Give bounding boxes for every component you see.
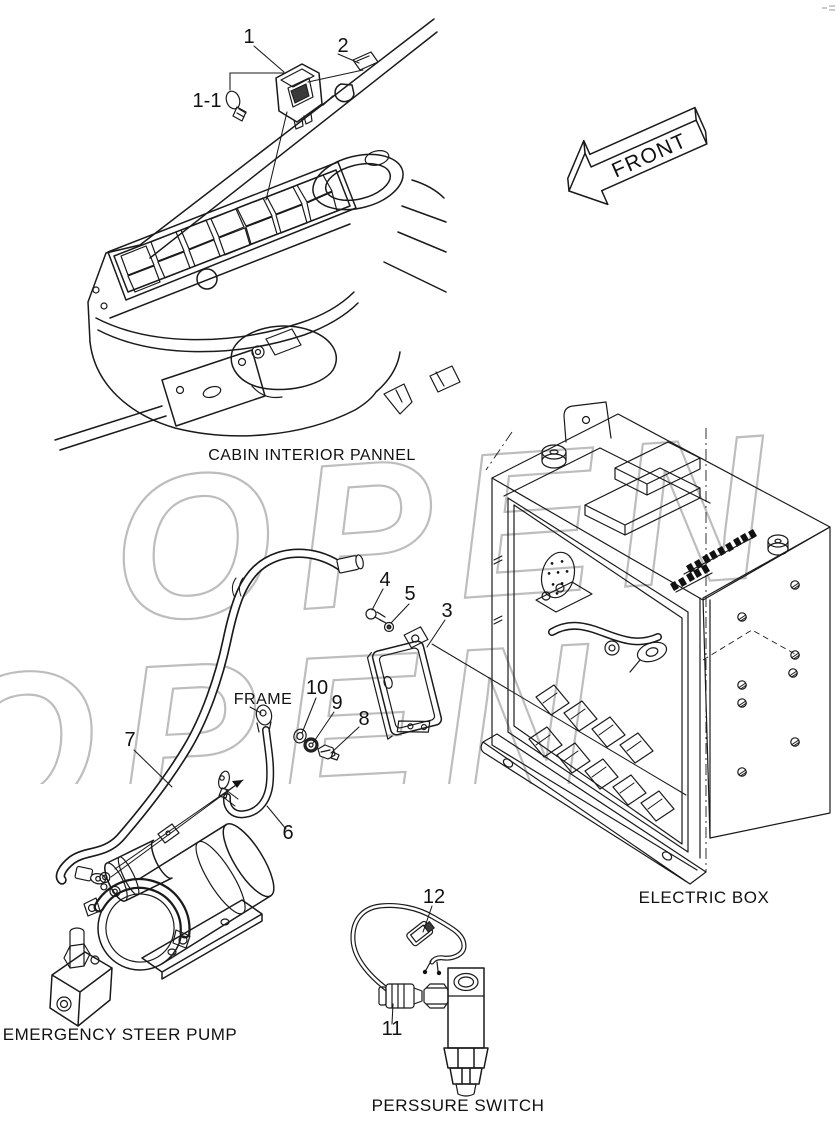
terminal-strip (670, 529, 757, 593)
box-front-right-pillar (699, 597, 711, 859)
watermark: OPEN OPEN (0, 389, 797, 863)
pressure-switch (350, 903, 489, 1097)
box-bottom-flange (480, 733, 707, 885)
bulb-part1-1 (225, 90, 247, 122)
caption-pressure-switch: PERSSURE SWITCH (372, 1096, 545, 1115)
panel-bracket-plate (161, 349, 266, 427)
box-top-plate-edge (503, 447, 711, 504)
caption-steer-pump: EMERGENCY STEER PUMP (3, 1025, 238, 1044)
caption-electric-box: ELECTRIC BOX (639, 888, 770, 907)
callout-2: 2 (337, 35, 348, 57)
caption-cabin-panel: CABIN INTERIOR PANNEL (208, 447, 416, 464)
switch-body (447, 967, 485, 1049)
box-right-face (702, 526, 831, 839)
box-centerlines (485, 428, 707, 872)
connector-part11 (378, 983, 423, 1009)
switch-hex-fittings (443, 1047, 489, 1097)
box-top-bracket (563, 401, 612, 443)
ground-cable-part6 (110, 704, 275, 878)
panel-right-edges (383, 179, 447, 293)
cowl-bottom-edge (89, 341, 401, 437)
callout-leader-lines (133, 45, 687, 1025)
cable7-sleeve-band (231, 577, 244, 597)
switch-hex-port (423, 983, 449, 1009)
panel-gauge-ovals (312, 150, 404, 211)
cabin-interior-panel (54, 18, 461, 451)
washer-part10 (293, 728, 307, 744)
frame-fasteners (293, 728, 340, 761)
panel-round-hole (196, 268, 218, 290)
front-arrow-label: FRONT (608, 129, 690, 182)
relay-part3 (366, 626, 443, 740)
pump-valve-block (49, 927, 113, 1027)
caption-frame: FRAME (234, 691, 293, 708)
pump-bracket-tab (157, 823, 180, 844)
captions: CABIN INTERIOR PANNEL ELECTRIC BOX EMERG… (3, 447, 770, 1115)
watermark-text-row2: OPEN (0, 599, 618, 863)
wire-clip-part12 (406, 920, 435, 947)
corner-mark (822, 5, 835, 11)
battery-cable-part7 (55, 548, 364, 885)
washer-part5 (383, 621, 395, 633)
callout-6: 6 (282, 822, 293, 844)
pump-bracket-hole (165, 830, 171, 836)
callout-9: 9 (331, 692, 342, 714)
box-standoff-feet (541, 444, 789, 556)
callout-8: 8 (358, 708, 369, 730)
callout-7: 7 (124, 729, 135, 751)
cable6-side-terminal (218, 770, 230, 799)
panel-clip-pieces (383, 365, 461, 415)
pump-base-plate (141, 899, 263, 980)
pump-front-strap (83, 877, 191, 949)
locknut-part9 (303, 737, 319, 753)
box-frame-ticks (493, 555, 503, 625)
rocker-switch-part1 (275, 63, 323, 130)
callout-1-1: 1-1 (193, 90, 222, 112)
box-interior (528, 551, 675, 822)
panel-screws (92, 286, 108, 310)
electric-box (480, 401, 831, 885)
callout-11: 11 (382, 1018, 403, 1040)
callout-5: 5 (404, 583, 415, 605)
panel-hook-cutout (322, 83, 355, 106)
bolt-part8 (317, 744, 340, 761)
wire-ends (425, 960, 439, 972)
steering-column-cutout (230, 325, 337, 399)
callout-1: 1 (243, 26, 254, 48)
panel-edge-line (109, 223, 351, 319)
box-dashed-line (702, 629, 796, 661)
callout-3: 3 (441, 600, 452, 622)
box-bracket-hole (581, 415, 591, 425)
box-top-modules (584, 441, 701, 536)
switch-cap-part2 (352, 51, 379, 71)
emergency-steer-pump (49, 823, 275, 1027)
callout-12: 12 (423, 886, 445, 908)
switch-grid-frame (107, 161, 357, 301)
switch-grid-cells (120, 174, 338, 293)
panel-back-edges (87, 18, 438, 343)
callout-numbers: 1 2 1-1 3 4 5 6 7 8 9 10 11 12 (124, 26, 452, 1040)
front-direction-arrow: FRONT (567, 106, 708, 206)
assembly-arrowhead (232, 780, 243, 788)
assembly-arrow (110, 779, 244, 878)
callout-10: 10 (306, 677, 328, 699)
callout-4: 4 (379, 569, 390, 591)
box-inner-frame (507, 497, 689, 853)
panel-lower-left-edges (54, 405, 167, 451)
pump-solenoid (99, 839, 173, 902)
bolt-part4 (365, 608, 387, 624)
box-front-frame (491, 477, 698, 871)
cowl-band (95, 291, 359, 353)
